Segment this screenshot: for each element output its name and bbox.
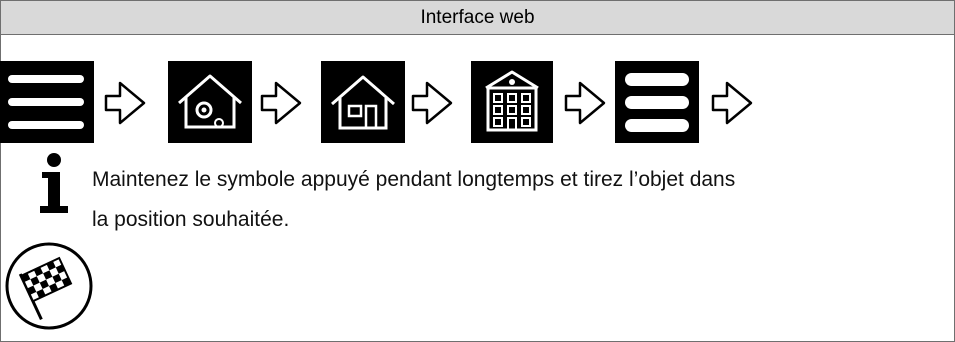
instruction-line-2: la position souhaitée.: [92, 208, 290, 231]
building-icon[interactable]: [471, 61, 553, 143]
info-icon: [40, 153, 68, 213]
instruction-text: Maintenez le symbole appuyé pendant long…: [92, 160, 932, 240]
panel-title: Interface web: [420, 6, 535, 28]
home-settings-icon[interactable]: [168, 61, 252, 143]
menu-icon[interactable]: [0, 61, 94, 143]
arrow-right-outline-icon: [711, 81, 753, 125]
house-icon[interactable]: [321, 61, 405, 143]
menu-bold-icon[interactable]: [615, 61, 699, 143]
checkered-flag-icon: [5, 242, 93, 330]
instruction-line-1: Maintenez le symbole appuyé pendant long…: [92, 168, 736, 191]
arrow-right-outline-icon: [411, 81, 453, 125]
arrow-right-outline-icon: [564, 81, 606, 125]
arrow-right-outline-icon: [260, 81, 302, 125]
arrow-right-outline-icon: [104, 81, 146, 125]
panel-header: Interface web: [1, 1, 954, 35]
